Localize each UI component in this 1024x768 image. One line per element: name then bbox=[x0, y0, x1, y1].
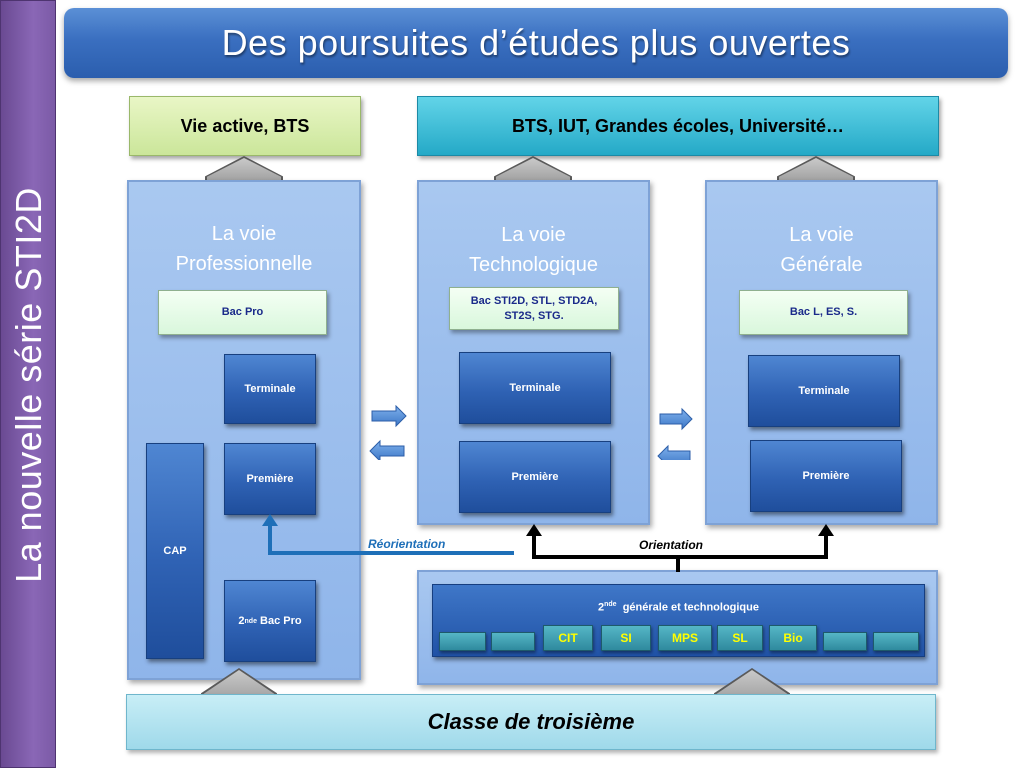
right-arrow-icon bbox=[659, 407, 693, 431]
reorientation-arrow bbox=[268, 524, 514, 555]
orientation-right-arrowhead-icon bbox=[818, 524, 834, 536]
right-arrow-icon bbox=[371, 405, 407, 428]
classe-troisieme-bar: Classe de troisième bbox=[126, 694, 936, 750]
voie-techno-title-line1: La voie bbox=[501, 224, 566, 246]
bac-techno-box: Bac STI2D, STL, STD2A, ST2S, STG. bbox=[449, 287, 619, 330]
voie-pro-title-line2: Professionnelle bbox=[175, 253, 313, 275]
voie-techno-title-line2: Technologique bbox=[469, 254, 598, 276]
pro-seconde-rest: Bac Pro bbox=[256, 615, 302, 627]
voie-pro-title-line1: La voie bbox=[211, 223, 277, 245]
option-bio: Bio bbox=[769, 625, 817, 651]
reorientation-label: Réorientation bbox=[368, 537, 446, 551]
title-banner: Des poursuites d’études plus ouvertes bbox=[64, 8, 1008, 78]
techno-premiere-block: Première bbox=[459, 441, 611, 513]
option-empty-slot bbox=[439, 632, 486, 651]
bac-pro-box: Bac Pro bbox=[158, 290, 327, 335]
voie-generale-title: La voie Générale bbox=[705, 220, 938, 280]
orientation-label: Orientation bbox=[639, 538, 704, 552]
left-arrow-icon bbox=[369, 439, 405, 460]
gen-terminale-block: Terminale bbox=[748, 355, 900, 427]
seconde-num: 2 bbox=[598, 601, 605, 614]
destination-vie-active: Vie active, BTS bbox=[129, 96, 361, 156]
seconde-sup: nde bbox=[604, 601, 617, 608]
option-empty-slot bbox=[491, 632, 535, 651]
voie-generale-title-line2: Générale bbox=[780, 254, 863, 276]
pro-techno-exchange-arrows bbox=[369, 405, 407, 460]
techno-generale-exchange-arrows bbox=[657, 407, 693, 460]
page-title: Des poursuites d’études plus ouvertes bbox=[221, 22, 851, 63]
option-empty-slot bbox=[823, 632, 867, 651]
gen-premiere-block: Première bbox=[750, 440, 902, 512]
option-cit: CIT bbox=[543, 625, 593, 651]
orientation-left-arrowhead-icon bbox=[526, 524, 542, 536]
bac-generale-box: Bac L, ES, S. bbox=[739, 290, 908, 335]
option-empty-slot bbox=[873, 632, 919, 651]
seconde-rest: générale et technologique bbox=[616, 601, 759, 614]
left-arrow-icon bbox=[657, 444, 691, 460]
pro-premiere-block: Première bbox=[224, 443, 316, 515]
cap-block: CAP bbox=[146, 443, 204, 659]
voie-generale-title-line1: La voie bbox=[789, 224, 854, 246]
bac-techno-line1: Bac STI2D, STL, STD2A, bbox=[470, 294, 598, 307]
seconde-label: 2nde générale et technologique bbox=[433, 601, 924, 614]
voie-techno-title: La voie Technologique bbox=[417, 220, 650, 280]
voie-pro-title: La voie Professionnelle bbox=[127, 219, 361, 279]
option-sl: SL bbox=[717, 625, 763, 651]
techno-terminale-block: Terminale bbox=[459, 352, 611, 424]
bac-techno-line2: ST2S, STG. bbox=[504, 309, 564, 322]
reorientation-arrowhead-icon bbox=[262, 514, 278, 526]
seconde-block: 2nde générale et technologique CIT SI MP… bbox=[432, 584, 925, 657]
destination-etudes-superieures: BTS, IUT, Grandes écoles, Université… bbox=[417, 96, 939, 156]
pro-seconde-sup: nde bbox=[244, 617, 257, 625]
option-si: SI bbox=[601, 625, 651, 651]
pro-terminale-block: Terminale bbox=[224, 354, 316, 424]
option-mps: MPS bbox=[658, 625, 712, 651]
pro-seconde-num: 2 bbox=[238, 615, 245, 627]
sidebar-band: La nouvelle série STI2D bbox=[0, 0, 56, 768]
